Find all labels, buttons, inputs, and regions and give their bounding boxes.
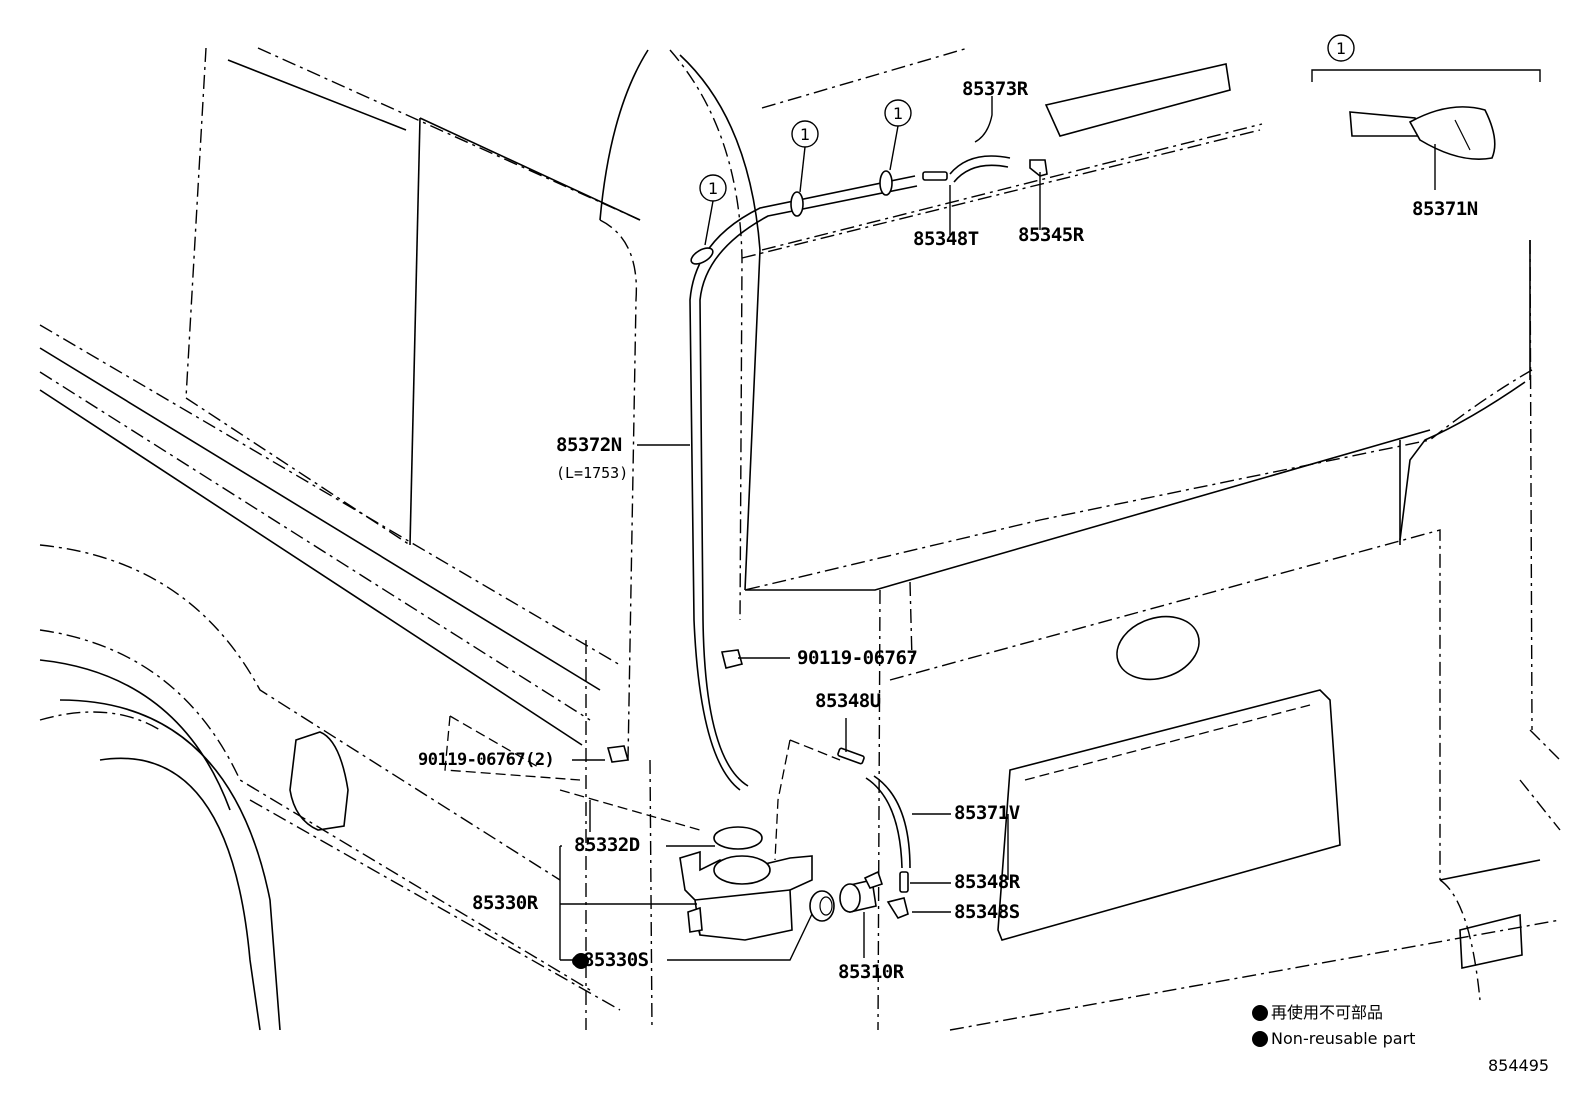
legend-bullet-jp [1252,1005,1268,1021]
part-label-85371N[interactable]: 85371N [1412,198,1478,220]
legend-non-reusable-jp: ● 再使用不可部品 [1252,1003,1384,1022]
part-label-85310R[interactable]: 85310R [838,961,904,983]
callout-circle-top-right [1327,34,1355,62]
washer-tank-assembly [559,649,911,941]
part-label-90119-06767-2[interactable]: 90119-06767(2) [418,750,555,770]
part-label-85371V[interactable]: 85371V [954,802,1020,824]
part-label-85373R[interactable]: 85373R [962,78,1028,100]
part-label-85348R[interactable]: 85348R [954,871,1020,893]
windshield-outline [599,47,1561,1031]
part-label-85348S[interactable]: 85348S [954,901,1020,923]
legend-non-reusable-en: ● Non-reusable part [1252,1029,1416,1048]
part-label-85348U[interactable]: 85348U [815,690,881,712]
part-label-85372N[interactable]: 85372N [556,434,622,456]
non-reusable-bullet [573,953,589,969]
washer-hose-assembly [689,155,1048,791]
callout-number-2: 1 [800,125,811,144]
part-label-85345R[interactable]: 85345R [1018,224,1084,246]
callout-number-top-right: 1 [1336,39,1347,58]
legend-bullet-en [1252,1031,1268,1047]
callout-circles [573,34,1355,1047]
vehicle-outline [39,47,653,1031]
leader-lines [559,96,1041,961]
diagram-reference-number: 854495 [1488,1056,1550,1075]
part-label-90119-06767[interactable]: 90119-06767 [797,647,918,669]
part-label-85330S[interactable]: ●85330S [572,949,649,971]
part-length-85372N: (L=1753) [556,464,629,482]
part-label-85330R[interactable]: 85330R [472,892,538,914]
callout-number-3: 1 [893,104,904,123]
callout-number-1: 1 [708,179,719,198]
part-label-85332D[interactable]: 85332D [574,834,640,856]
nozzle-detail [1311,69,1541,190]
part-label-85348T[interactable]: 85348T [913,228,979,250]
